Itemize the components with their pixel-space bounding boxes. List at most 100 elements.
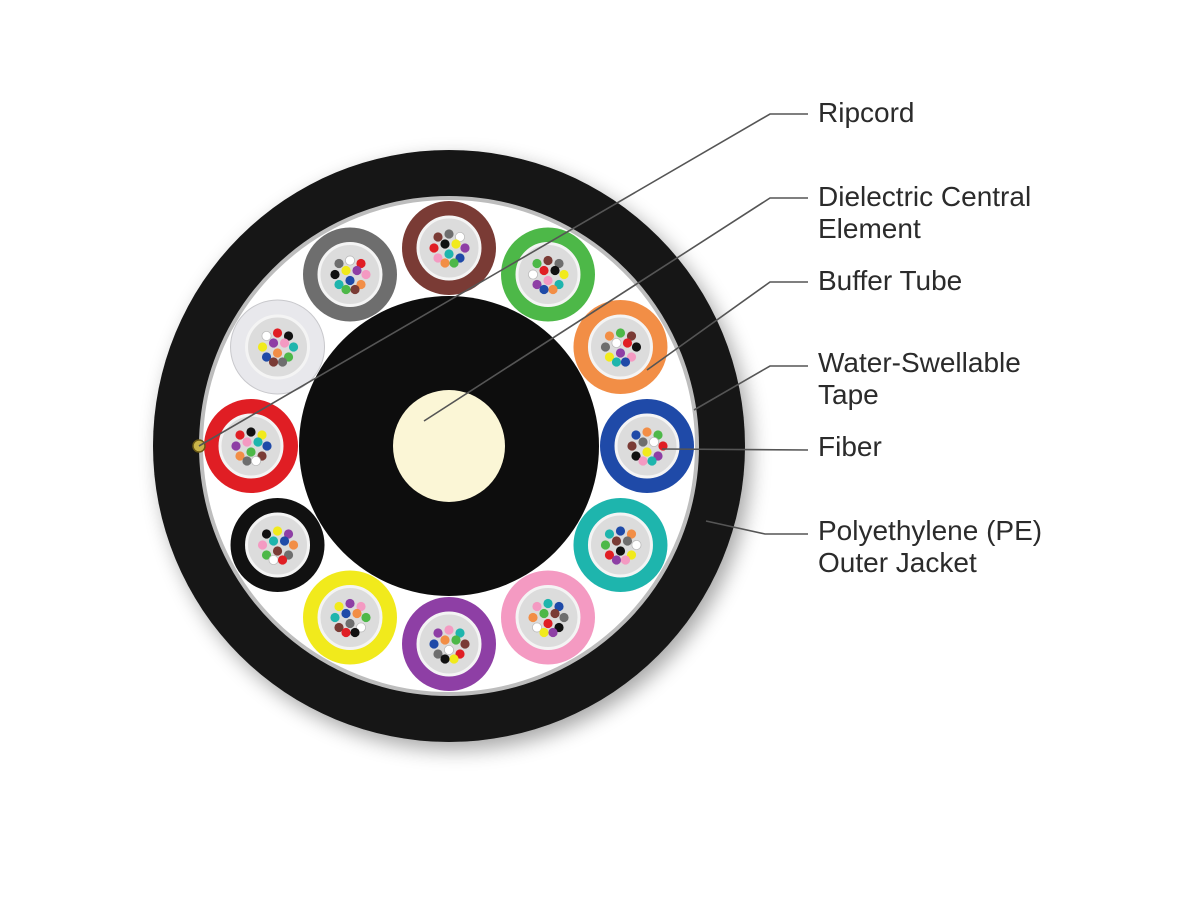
- fiber: [268, 555, 279, 566]
- fiber: [620, 357, 631, 367]
- fiber: [277, 555, 288, 565]
- fiber: [356, 258, 366, 269]
- fiber: [429, 639, 439, 649]
- fiber: [231, 441, 241, 451]
- fiber: [341, 265, 351, 276]
- dielectric-central-element: [393, 390, 505, 502]
- buffer-tube-gel: [515, 584, 581, 650]
- fiber: [631, 451, 641, 461]
- leader-central-element: [423, 197, 808, 422]
- fiber: [341, 608, 351, 619]
- fiber: [352, 265, 362, 276]
- fiber: [444, 625, 454, 635]
- fiber: [250, 455, 261, 466]
- fiber: [620, 555, 631, 565]
- fiber: [631, 342, 642, 352]
- fiber: [433, 628, 443, 638]
- buffer-tube: [402, 201, 496, 295]
- buffer-tube: [303, 570, 397, 665]
- buffer-tube: [600, 399, 694, 493]
- label-ripcord: Ripcord: [818, 97, 914, 128]
- buffer-tube: [573, 300, 668, 394]
- fiber: [268, 536, 279, 546]
- fiber: [550, 265, 560, 276]
- fiber: [559, 269, 569, 280]
- buffer-tube-gel: [317, 584, 383, 650]
- fiber: [631, 540, 642, 551]
- fiber: [444, 249, 454, 259]
- fiber: [345, 275, 355, 286]
- buffer-tube: [303, 227, 397, 322]
- buffer-tube: [204, 399, 298, 493]
- fiber: [334, 258, 344, 269]
- fiber: [352, 608, 362, 619]
- fiber: [345, 618, 355, 629]
- fiber: [279, 536, 290, 546]
- buffer-tube-gel: [245, 512, 311, 578]
- fiber: [283, 331, 294, 341]
- fiber: [261, 550, 272, 560]
- fiber: [283, 529, 294, 539]
- buffer-tube-gel: [515, 242, 581, 308]
- fiber: [528, 269, 539, 280]
- buffer-tube-gel: [416, 215, 482, 281]
- fiber: [543, 255, 553, 266]
- fiber: [600, 540, 611, 550]
- fiber: [539, 608, 549, 619]
- fiber: [649, 436, 660, 447]
- fiber: [272, 348, 283, 358]
- fiber: [532, 601, 542, 612]
- fiber: [543, 598, 553, 609]
- fiber: [539, 284, 549, 295]
- fiber: [548, 284, 558, 295]
- fiber: [528, 612, 538, 623]
- fiber: [626, 331, 637, 341]
- label-buffer-tube: Buffer Tube: [818, 265, 962, 296]
- label-dielectric-central-element-line2: Element: [818, 213, 921, 244]
- fiber: [604, 529, 615, 539]
- fiber: [341, 284, 351, 295]
- label-polyethylene-outer-jacket-line1: Polyethylene (PE): [818, 515, 1042, 546]
- fiber: [433, 253, 443, 263]
- fiber: [261, 352, 272, 362]
- fiber: [539, 265, 549, 276]
- fiber: [443, 645, 454, 656]
- fiber: [543, 618, 553, 629]
- buffer-tube: [230, 299, 326, 395]
- fiber: [622, 536, 633, 546]
- fiber: [444, 229, 454, 239]
- fiber: [604, 550, 615, 560]
- fiber: [341, 627, 351, 638]
- fiber: [334, 279, 344, 290]
- buffer-tube-gel: [614, 413, 680, 479]
- label-water-swellable-tape-line2: Tape: [818, 379, 879, 410]
- label-water-swellable-tape: Water-Swellable Tape: [818, 347, 1029, 410]
- fiber: [532, 622, 543, 633]
- fiber: [361, 269, 371, 280]
- fiber: [334, 622, 344, 633]
- fiber: [262, 441, 272, 451]
- fiber: [429, 243, 439, 253]
- fiber: [611, 357, 622, 367]
- buffer-tube-gel: [587, 512, 653, 578]
- fiber: [611, 536, 622, 546]
- fiber: [433, 232, 443, 242]
- fiber: [451, 635, 461, 645]
- fiber: [246, 447, 256, 457]
- fiber: [539, 627, 549, 638]
- leader-jacket: [705, 520, 808, 535]
- fiber: [268, 357, 279, 367]
- fiber: [279, 338, 290, 348]
- fiber: [642, 427, 652, 437]
- leader-fiber: [661, 448, 809, 451]
- fiber: [242, 456, 252, 466]
- buffer-tube: [573, 498, 668, 592]
- fiber: [638, 437, 648, 447]
- label-dielectric-central-element: Dielectric Central Element: [818, 181, 1039, 244]
- fiber: [433, 649, 443, 659]
- fiber: [604, 331, 615, 341]
- fiber: [356, 601, 366, 612]
- buffer-tube-gel: [218, 413, 284, 479]
- fiber: [272, 328, 283, 338]
- buffer-tube: [501, 570, 595, 665]
